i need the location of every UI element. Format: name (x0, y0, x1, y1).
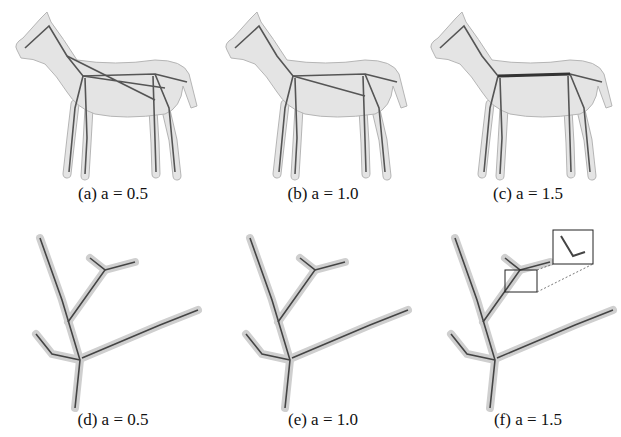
panel-caption: (e) a = 1.0 (288, 410, 358, 430)
panel-caption: (b) a = 1.0 (288, 184, 359, 204)
tree-point-cloud (451, 230, 613, 408)
panel-caption: (a) a = 0.5 (78, 184, 148, 204)
horse-mesh (226, 12, 407, 176)
tree-point-cloud (36, 238, 198, 408)
panel-caption: (f) a = 1.5 (494, 410, 562, 430)
horse-mesh (16, 12, 197, 176)
tree-point-cloud (246, 238, 408, 408)
horse-mesh (431, 12, 612, 176)
panel-caption: (d) a = 0.5 (78, 410, 149, 430)
panel-caption: (c) a = 1.5 (493, 184, 563, 204)
